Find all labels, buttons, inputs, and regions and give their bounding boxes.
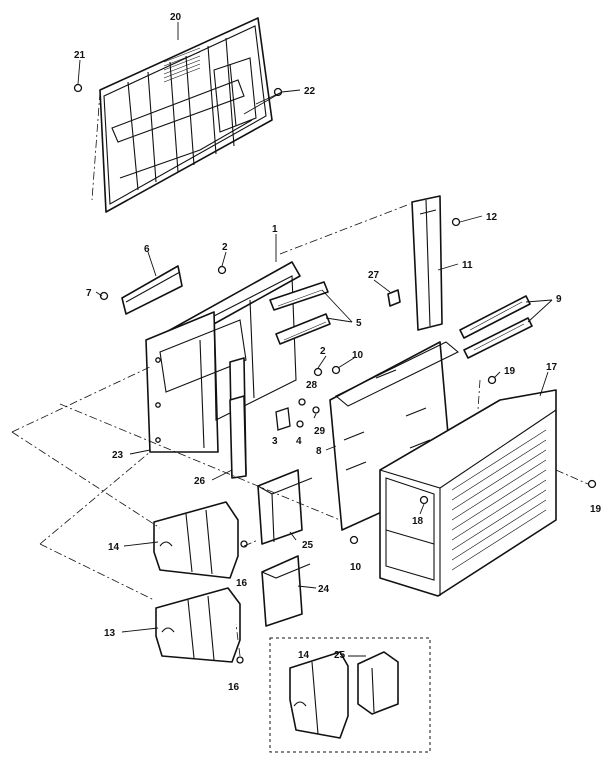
label-20: 20 [170, 12, 182, 23]
screw-10-top [331, 365, 341, 375]
label-17: 17 [546, 362, 558, 373]
alignment-lines [11, 91, 589, 657]
screw-10-bottom [349, 535, 359, 545]
part-14-bracket [153, 501, 239, 579]
label-8: 8 [316, 446, 322, 457]
label-27: 27 [368, 270, 380, 281]
label-19-right: 19 [590, 504, 602, 515]
part-labels: 20 21 22 12 11 1 2 6 7 27 9 5 2 10 28 19… [74, 12, 602, 693]
label-4: 4 [296, 436, 302, 447]
label-2-top: 2 [222, 242, 228, 253]
label-5: 5 [356, 318, 362, 329]
part-26-strip [229, 395, 247, 479]
screw-12 [451, 217, 461, 227]
label-6: 6 [144, 244, 150, 255]
label-7: 7 [86, 288, 92, 299]
label-16-top: 16 [236, 578, 248, 589]
part-20-rear-panel [99, 17, 273, 213]
screw-2-top [217, 265, 227, 275]
cabinet-louvers [451, 429, 547, 571]
screw-16-top [240, 540, 248, 548]
label-10-top: 10 [352, 350, 364, 361]
screws [73, 83, 597, 664]
label-16-bottom: 16 [228, 682, 240, 693]
vent-grille [163, 47, 201, 83]
part-17-cabinet [379, 389, 557, 597]
label-2-mid: 2 [320, 346, 326, 357]
part-3-clip [275, 407, 291, 431]
part-13-bracket [155, 587, 241, 663]
leader-lines [77, 22, 553, 657]
screw-2-mid [313, 367, 323, 377]
label-25-main: 25 [302, 540, 314, 551]
label-29: 29 [314, 426, 326, 437]
screw-18 [419, 495, 429, 505]
screw-28 [298, 398, 306, 406]
label-18: 18 [412, 516, 424, 527]
part-24-box [261, 555, 311, 627]
label-28: 28 [306, 380, 318, 391]
label-23: 23 [112, 450, 124, 461]
part-27-block [387, 289, 401, 307]
screw-19-top [487, 375, 497, 385]
screw-21 [73, 83, 83, 93]
label-22: 22 [304, 86, 316, 97]
label-14-inset: 14 [298, 650, 310, 661]
inset-detail-box [269, 637, 431, 753]
part-25-box [257, 469, 313, 545]
screw-16-bottom [236, 656, 244, 664]
part-9-connector-strips [459, 295, 533, 359]
label-3: 3 [272, 436, 278, 447]
label-21: 21 [74, 50, 86, 61]
label-26: 26 [194, 476, 206, 487]
label-13: 13 [104, 628, 116, 639]
label-19-top: 19 [504, 366, 516, 377]
screw-4 [296, 420, 304, 428]
label-14-main: 14 [108, 542, 120, 553]
label-1: 1 [272, 224, 278, 235]
part-5-rails [269, 281, 331, 345]
label-24: 24 [318, 584, 330, 595]
label-9: 9 [556, 294, 562, 305]
screw-29 [312, 406, 320, 414]
part-6-plate [121, 265, 183, 315]
label-25-inset: 25 [334, 650, 346, 661]
part-11-tall-bracket [411, 195, 443, 331]
screw-7 [99, 291, 109, 301]
screw-19-right [587, 479, 597, 489]
label-11: 11 [462, 260, 473, 271]
label-10-bottom: 10 [350, 562, 362, 573]
label-12: 12 [486, 212, 498, 223]
